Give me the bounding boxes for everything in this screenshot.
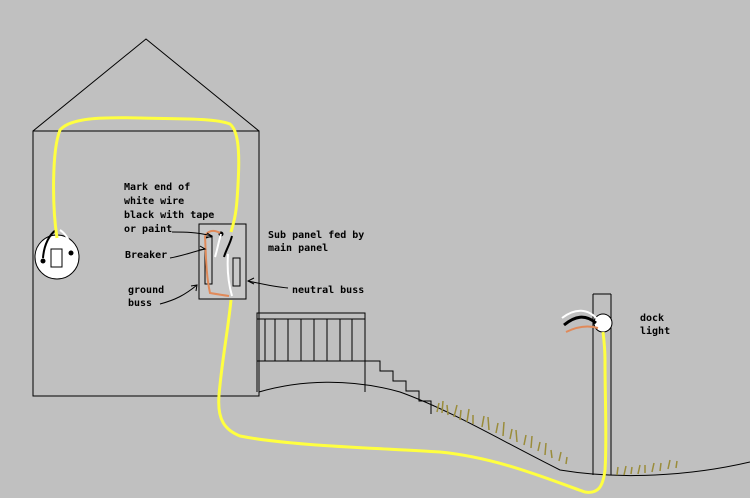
- label-sub-panel-1: Sub panel fed by: [268, 230, 365, 241]
- label-mark-end-2: white wire: [124, 196, 185, 207]
- label-sub-panel-2: main panel: [268, 243, 329, 254]
- outlet: [34, 229, 80, 280]
- label-mark-end-3: black with tape: [124, 210, 215, 221]
- annotation-arrows: [159, 231, 289, 305]
- house-wall: [32, 130, 260, 397]
- label-mark-end-4: or paint: [124, 224, 173, 235]
- grass: [436, 400, 678, 476]
- sub-panel: [198, 223, 247, 300]
- label-breaker: Breaker: [125, 250, 168, 261]
- label-dock-1: dock: [640, 313, 665, 324]
- deck-railing: [256, 312, 366, 392]
- house-roof: [32, 38, 260, 132]
- dock-light-fixture: [561, 309, 613, 333]
- label-ground-buss-1: ground: [128, 285, 165, 296]
- hot-wire: [52, 116, 608, 494]
- ground-line: [258, 381, 750, 477]
- label-mark-end-1: Mark end of: [124, 182, 191, 193]
- label-neutral-buss: neutral buss: [292, 285, 365, 296]
- label-ground-buss-2: buss: [128, 298, 153, 309]
- deck-stairs: [365, 360, 432, 414]
- label-dock-2: light: [640, 326, 671, 337]
- house: [32, 38, 260, 397]
